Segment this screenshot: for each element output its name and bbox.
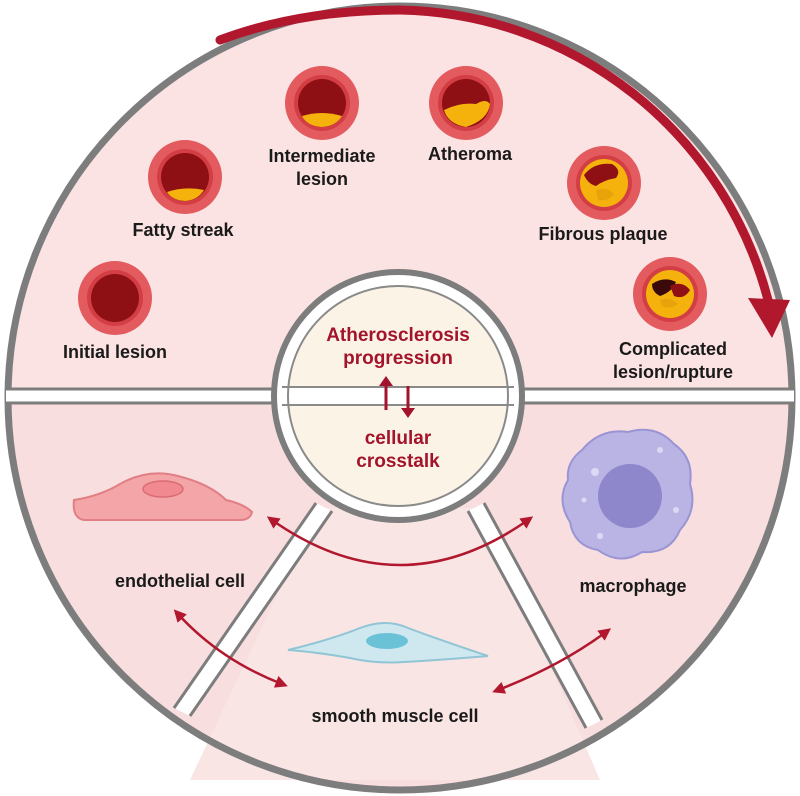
- label-initial-lesion: Initial lesion: [63, 342, 167, 362]
- label-intermediate-1: Intermediate: [268, 146, 375, 166]
- center-label-top-1: Atherosclerosis: [326, 325, 470, 346]
- vessel-complicated-icon: [633, 257, 707, 331]
- arrow-macrophage-smooth-muscle: [492, 628, 612, 694]
- arrow-endothelial-macrophage: [266, 516, 534, 567]
- label-complicated-1: Complicated: [619, 339, 727, 359]
- smooth-muscle-cell-icon: [287, 622, 489, 664]
- center-label-bottom-2: crosstalk: [356, 451, 440, 472]
- label-fatty-streak: Fatty streak: [132, 220, 234, 240]
- macrophage-icon: [561, 428, 694, 560]
- progression-sector: [8, 6, 792, 398]
- center-label-top-2: progression: [343, 348, 453, 369]
- label-fibrous-plaque: Fibrous plaque: [538, 224, 667, 244]
- label-complicated-2: lesion/rupture: [613, 362, 733, 382]
- label-atheroma: Atheroma: [428, 144, 513, 164]
- center-label-bottom-1: cellular: [365, 428, 432, 449]
- center-hub: [271, 269, 525, 523]
- label-smooth-muscle-cell: smooth muscle cell: [311, 706, 478, 726]
- progression-arrow: [215, 5, 790, 338]
- vessel-atheroma-icon: [429, 66, 503, 140]
- vessel-intermediate-icon: [285, 66, 359, 140]
- vessel-initial-icon: [78, 261, 152, 335]
- label-macrophage: macrophage: [579, 576, 686, 596]
- vessel-fibrous-plaque-icon: [567, 146, 641, 220]
- endothelial-cell-icon: [72, 472, 254, 521]
- vessel-fatty-streak-icon: [148, 140, 222, 214]
- center-arrows: [379, 376, 415, 418]
- arrow-endothelial-smooth-muscle: [173, 609, 288, 688]
- label-endothelial-cell: endothelial cell: [115, 571, 245, 591]
- label-intermediate-2: lesion: [296, 169, 348, 189]
